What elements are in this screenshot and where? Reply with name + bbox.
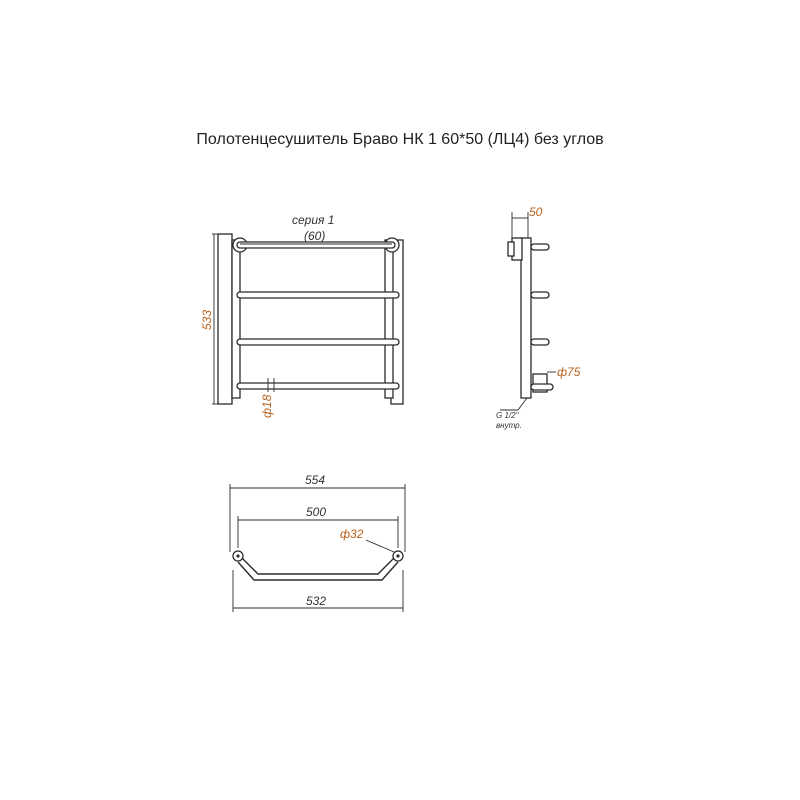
thread-label: G 1/2" [496,411,520,420]
side-bar-2 [530,291,550,299]
front-pipe-dim: ф18 [260,394,274,418]
front-view: 533 серия 1 (60) ф18 [200,213,404,418]
thread-sub: внутр. [496,421,522,430]
overall-width-dim: 554 [305,473,325,487]
side-top-flange [507,241,515,257]
series-sub: (60) [304,229,325,243]
top-bar-outer [237,553,399,575]
top-bar-inner [237,561,399,581]
right-inner-tube [384,239,394,399]
bar-4 [236,382,400,390]
side-main-pipe [520,237,532,399]
series-label: серия 1 [292,213,334,227]
side-bar-4 [530,383,554,391]
side-bar-1 [530,243,550,251]
height-dim: 533 [200,310,214,330]
flange-dim: ф75 [557,365,581,379]
side-view: 50 ф75 G 1/2" внутр. [496,205,581,430]
center-width-dim: 500 [306,505,326,519]
left-inner-tube [231,239,241,399]
depth-dim: 50 [529,205,543,219]
bar-3 [236,338,400,346]
top-view: 554 500 ф32 532 [229,473,406,612]
bar-1 [236,241,396,249]
page-title: Полотенцесушитель Браво НК 1 60*50 (ЛЦ4)… [196,131,604,148]
inner-width-dim: 532 [306,594,326,608]
top-pipe-dim: ф32 [340,527,364,541]
side-bar-3 [530,338,550,346]
bar-2 [236,291,400,299]
left-post [217,233,233,405]
